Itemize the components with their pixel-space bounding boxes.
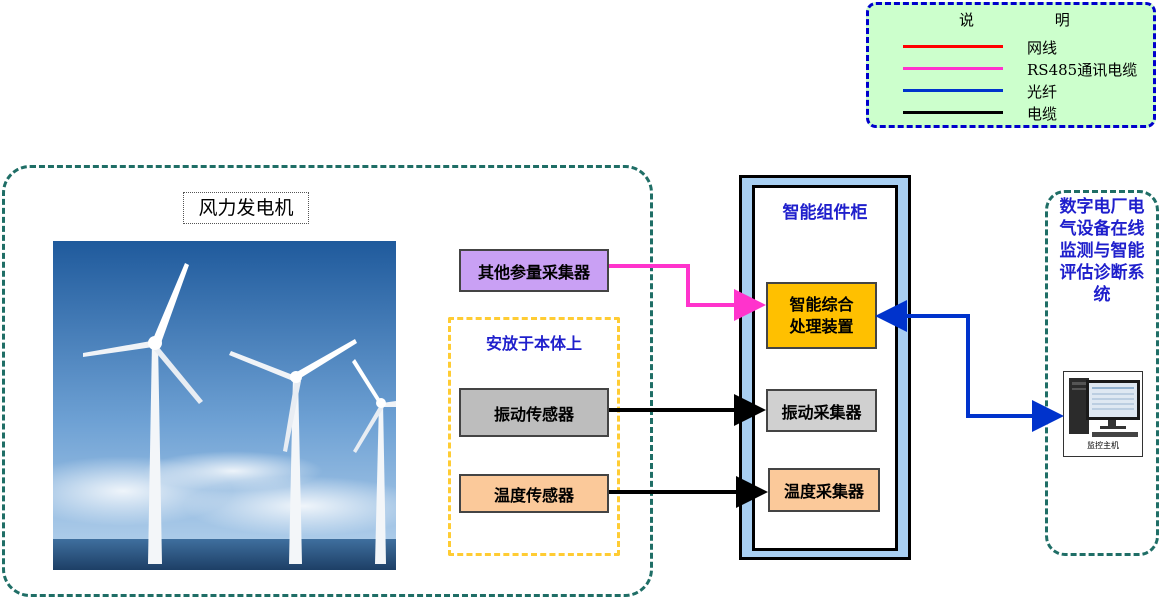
legend-line-cable [903,111,1003,114]
legend-box: 说 明 网线 RS485通讯电缆 光纤 电缆 [866,2,1156,128]
turbine-group-boundary [2,165,653,597]
diagnosis-system-title-text: 数字电厂电气设备在线监测与智能评估诊断系统 [1059,197,1145,305]
integrated-processing-unit-label: 智能综合处理装置 [789,294,854,336]
cabinet-title: 智能组件柜 [782,203,868,223]
integrated-processing-unit: 智能综合处理装置 [766,282,877,349]
mounted-sensors-boundary [448,317,620,556]
monitoring-host-label: 监控主机 [1087,441,1119,450]
legend-line-rs485 [903,67,1003,70]
vibration-sensor: 振动传感器 [459,388,609,437]
mounted-sensors-label: 安放于本体上 [485,334,582,353]
pc-tower-icon [1069,378,1089,434]
temperature-sensor: 温度传感器 [459,474,609,513]
legend-line-network [903,45,1003,48]
monitoring-host-computer [1063,371,1143,457]
legend-label-fiber: 光纤 [1027,83,1058,101]
wind-turbine-photo [53,241,396,570]
legend-title: 说 明 [959,11,1108,29]
turbine-group-title: 风力发电机 [183,192,309,224]
other-parameter-collector: 其他参量采集器 [459,249,609,292]
diagnosis-system-title: 数字电厂电气设备在线监测与智能评估诊断系统 [1045,196,1159,306]
legend-label-network: 网线 [1027,39,1058,57]
keyboard-icon [1092,432,1138,437]
legend-line-fiber [903,89,1003,92]
legend-label-rs485: RS485通讯电缆 [1027,61,1138,79]
temperature-collector: 温度采集器 [768,468,880,512]
vibration-collector: 振动采集器 [766,389,877,432]
legend-label-cable: 电缆 [1027,105,1058,123]
